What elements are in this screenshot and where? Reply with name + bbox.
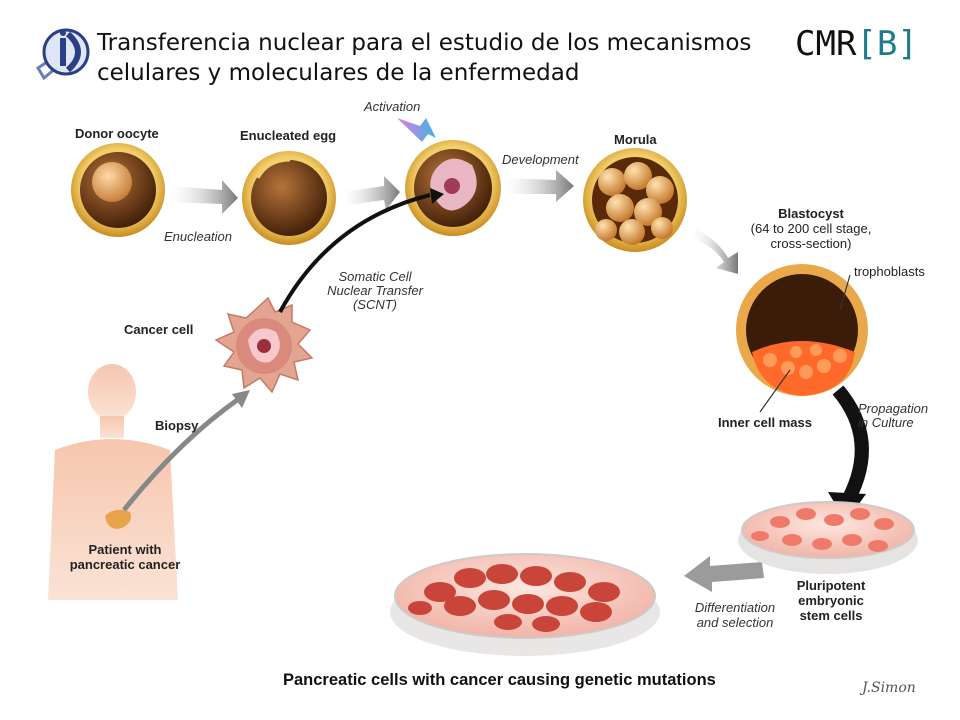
label-cancer-cell: Cancer cell bbox=[124, 322, 194, 337]
label-development: Development bbox=[502, 152, 579, 167]
arrow-development bbox=[504, 170, 574, 202]
arrow-biopsy bbox=[122, 395, 242, 512]
arrow-propagation bbox=[832, 385, 869, 504]
diff-line-2: and selection bbox=[696, 615, 774, 630]
diagram-caption: Pancreatic cells with cancer causing gen… bbox=[283, 671, 716, 689]
arrow-scnt bbox=[278, 193, 431, 313]
arrow-enucleation bbox=[170, 180, 238, 214]
label-propagation: Propagation in Culture bbox=[858, 402, 928, 430]
pancreatic-cell-dish bbox=[390, 553, 660, 656]
label-enucleation: Enucleation bbox=[164, 229, 232, 244]
page-title: Transferencia nuclear para el estudio de… bbox=[97, 28, 797, 88]
label-patient: Patient with pancreatic cancer bbox=[50, 542, 200, 572]
artist-signature: J.Simon bbox=[862, 680, 916, 696]
scnt-line-3: (SCNT) bbox=[352, 297, 398, 312]
patient-silhouette bbox=[48, 364, 178, 600]
propagation-line-1: Propagation bbox=[858, 401, 929, 416]
title-line-2: celulares y moleculares de la enfermedad bbox=[97, 60, 580, 86]
arrow-transfer bbox=[342, 176, 400, 210]
brand-mark: CMR[B] bbox=[795, 24, 918, 64]
morula-embryo bbox=[583, 148, 687, 252]
label-enucleated-egg: Enucleated egg bbox=[240, 128, 337, 143]
arrow-to-blastocyst bbox=[692, 228, 738, 274]
cancer-cell bbox=[214, 296, 314, 394]
activation-spark-icon bbox=[397, 118, 436, 142]
patient-line-1: Patient with bbox=[88, 542, 162, 557]
brand-prefix: CMR bbox=[795, 24, 857, 64]
propagation-line-2: in Culture bbox=[858, 415, 914, 430]
label-inner-cell-mass: Inner cell mass bbox=[718, 415, 812, 430]
diff-line-1: Differentiation bbox=[694, 600, 776, 615]
label-blastocyst: Blastocyst (64 to 200 cell stage, cross-… bbox=[736, 206, 886, 251]
label-differentiation: Differentiation and selection bbox=[680, 600, 790, 630]
pluri-line-2: embryonic bbox=[798, 593, 864, 608]
label-biopsy: Biopsy bbox=[155, 418, 199, 433]
arrow-differentiation bbox=[684, 556, 764, 592]
blastocyst-title: Blastocyst bbox=[778, 206, 844, 221]
logo bbox=[30, 24, 92, 86]
label-trophoblasts: trophoblasts bbox=[854, 264, 925, 279]
id-logo-icon bbox=[35, 28, 90, 81]
title-line-1: Transferencia nuclear para el estudio de… bbox=[97, 30, 752, 56]
blastocyst-line-3: cross-section) bbox=[770, 236, 852, 251]
brand-bracket: [B] bbox=[856, 24, 918, 64]
donor-oocyte-egg bbox=[71, 143, 165, 237]
blastocyst-embryo bbox=[736, 264, 868, 396]
enucleated-egg bbox=[242, 151, 336, 245]
activated-egg bbox=[405, 140, 501, 236]
scnt-line-2: Nuclear Transfer bbox=[327, 283, 423, 298]
label-donor-oocyte: Donor oocyte bbox=[75, 126, 159, 141]
label-scnt: Somatic Cell Nuclear Transfer (SCNT) bbox=[320, 270, 430, 312]
patient-line-2: pancreatic cancer bbox=[69, 557, 181, 572]
scnt-line-1: Somatic Cell bbox=[338, 269, 412, 284]
blastocyst-line-2: (64 to 200 cell stage, bbox=[750, 221, 872, 236]
stem-cell-dish bbox=[738, 501, 918, 574]
label-pluripotent: Pluripotent embryonic stem cells bbox=[776, 578, 886, 623]
label-activation: Activation bbox=[364, 99, 421, 114]
label-morula: Morula bbox=[614, 132, 657, 147]
pluri-line-1: Pluripotent bbox=[796, 578, 866, 593]
pluri-line-3: stem cells bbox=[799, 608, 863, 623]
